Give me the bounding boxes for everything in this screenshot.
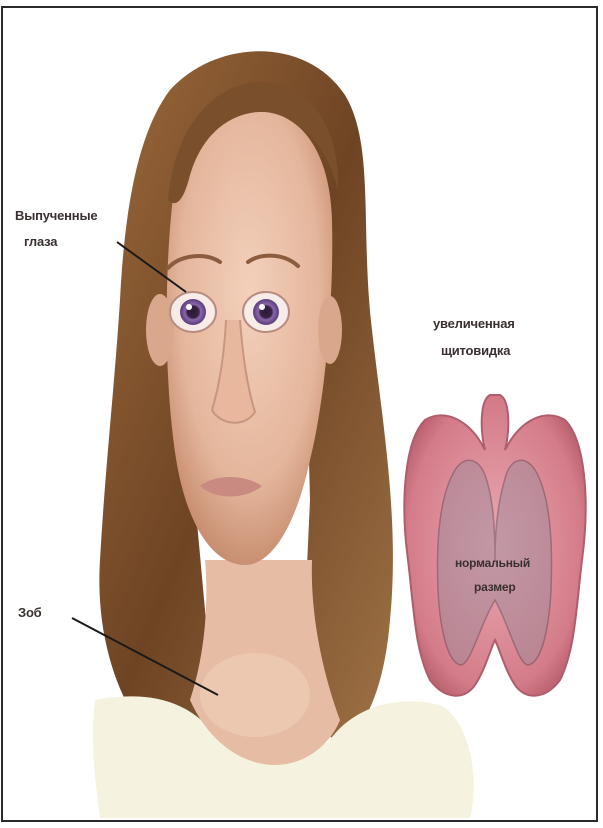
thyroid-illustration bbox=[404, 395, 585, 696]
normal-size-label-line2: размер bbox=[474, 577, 516, 597]
left-ear bbox=[146, 294, 174, 366]
normal-size-label: нормальный bbox=[455, 553, 530, 573]
bulging-eyes-label: Выпученные bbox=[15, 206, 97, 226]
bulging-eyes-label-line2: глаза bbox=[24, 232, 57, 252]
face bbox=[167, 112, 333, 565]
right-ear bbox=[318, 296, 342, 364]
goiter-label: Зоб bbox=[18, 603, 42, 623]
right-eye bbox=[243, 292, 289, 332]
enlarged-thyroid-label-line2: щитовидка bbox=[441, 341, 510, 361]
left-eye bbox=[170, 292, 216, 332]
enlarged-thyroid-label: увеличенная bbox=[433, 314, 515, 334]
